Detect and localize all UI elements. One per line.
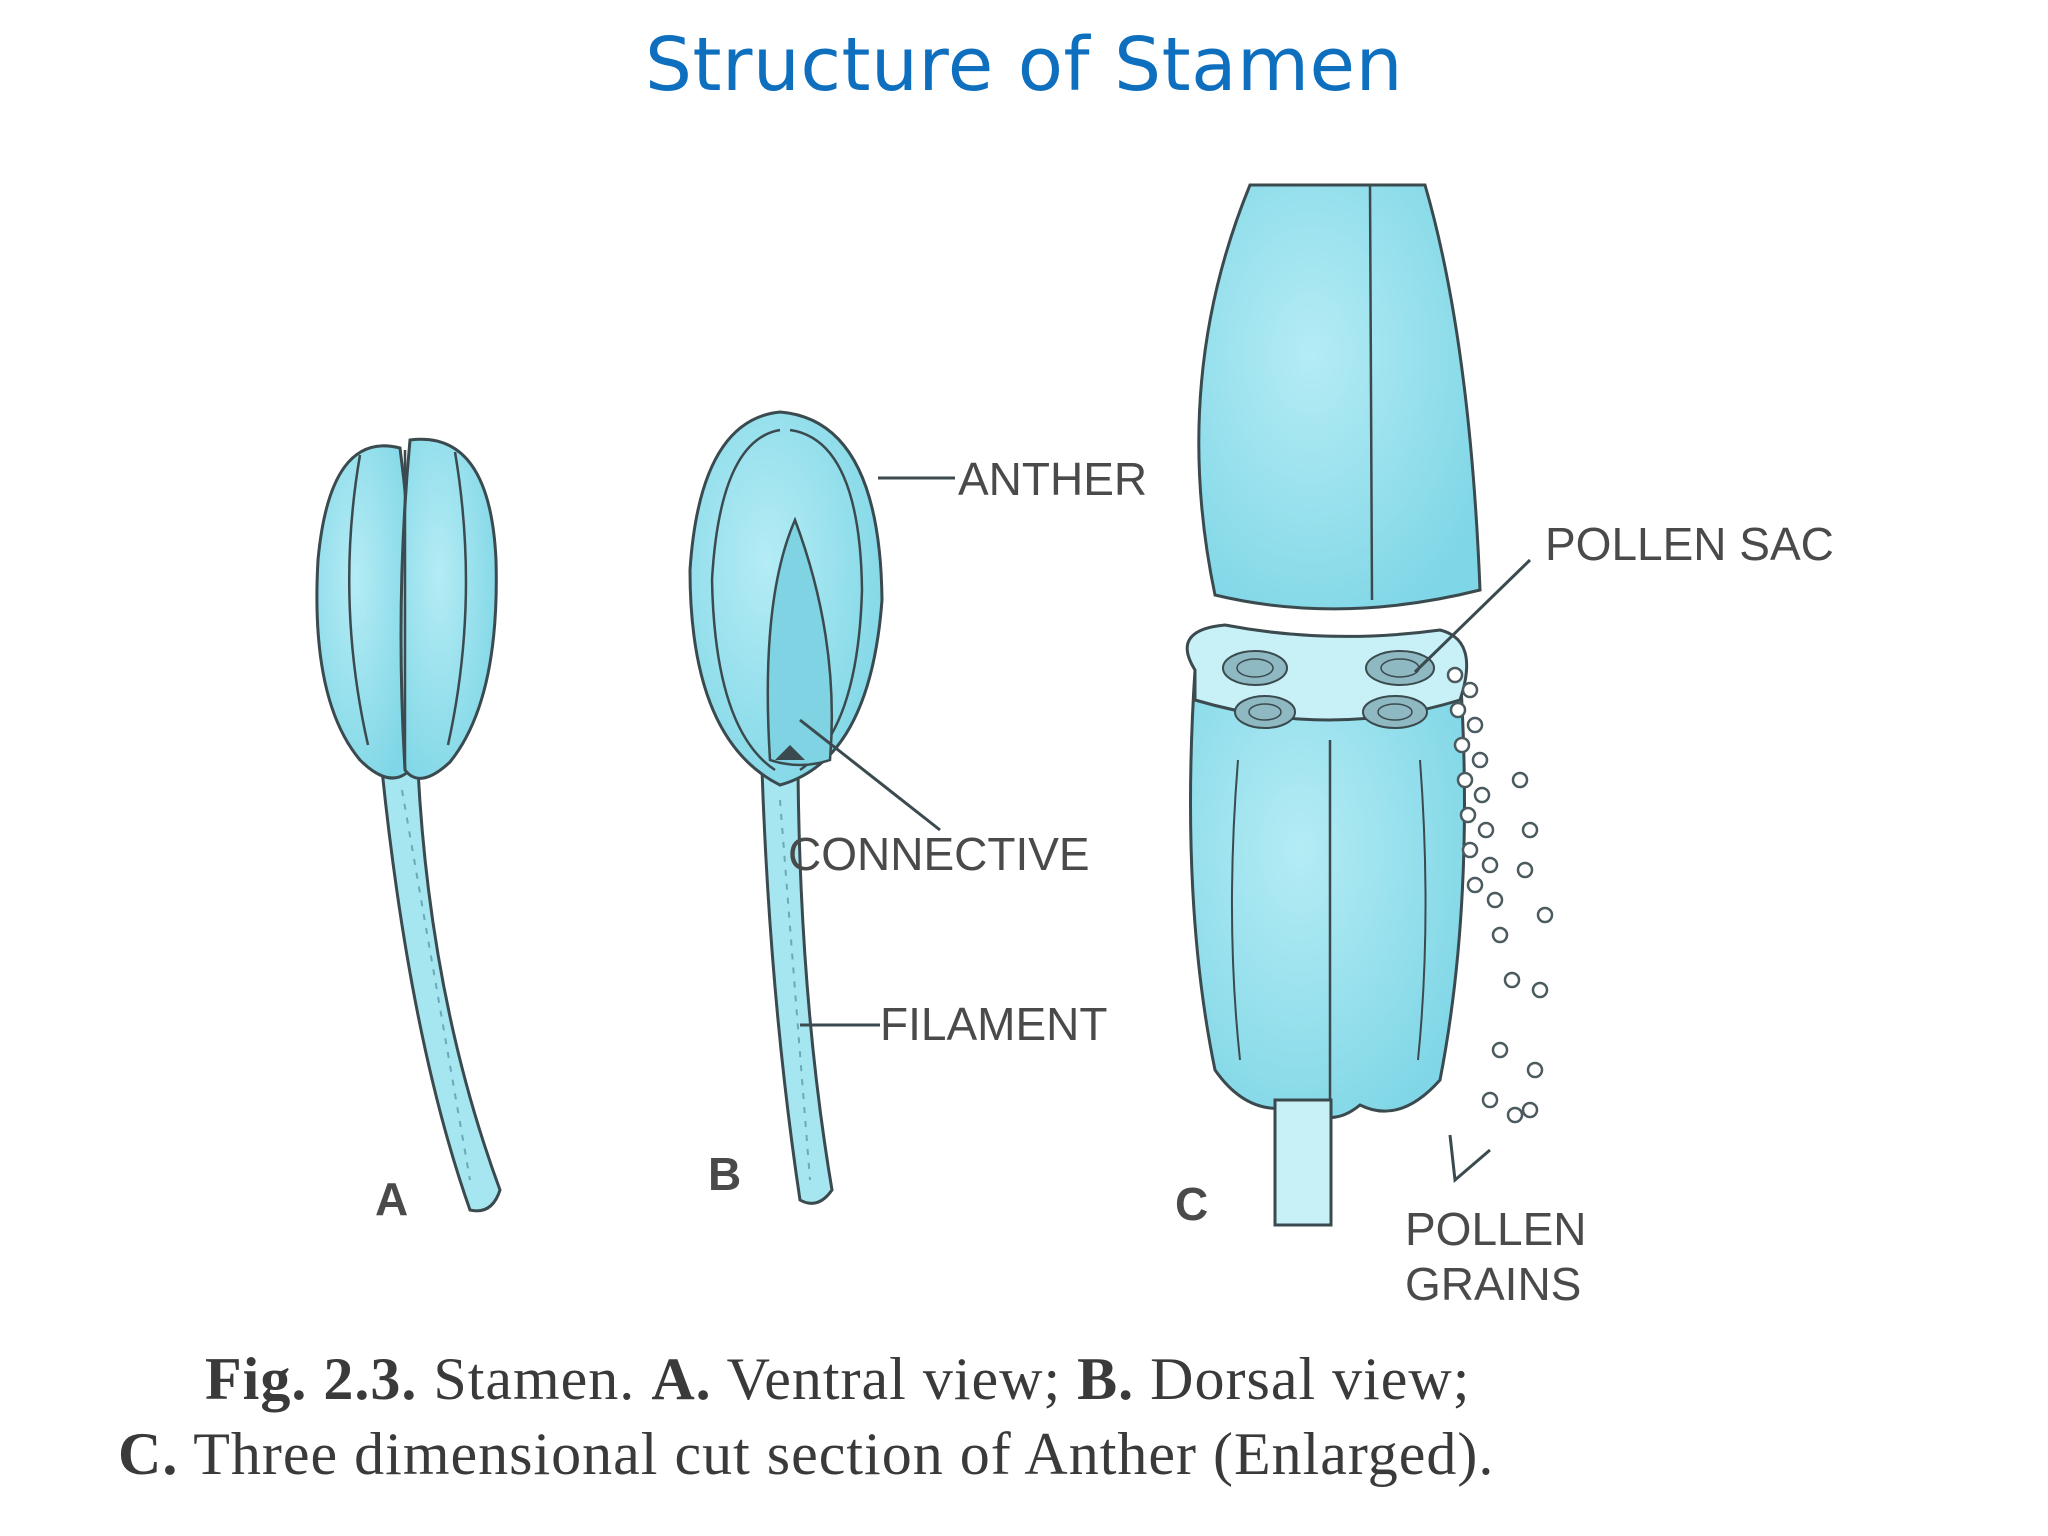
- filament-b: [760, 768, 834, 1205]
- label-view-a: A: [375, 1173, 408, 1225]
- label-view-c: C: [1175, 1178, 1208, 1230]
- caption-c: C.: [118, 1421, 179, 1487]
- filament-a: [380, 768, 502, 1213]
- pollen-sacs: [1222, 650, 1435, 729]
- label-connective: CONNECTIVE: [788, 828, 1090, 880]
- figure-caption-line1: Fig. 2.3. Stamen. A. Ventral view; B. Do…: [205, 1345, 2048, 1414]
- stamen-b-dorsal-view: [688, 410, 955, 1205]
- label-pollen-sac: POLLEN SAC: [1545, 518, 1834, 570]
- caption-fig-number: Fig. 2.3.: [205, 1346, 418, 1412]
- stamen-a-ventral-view: [315, 437, 502, 1213]
- caption-b: B.: [1077, 1346, 1135, 1412]
- label-pollen-grains-line1: POLLEN: [1405, 1203, 1587, 1255]
- caption-a: A.: [651, 1346, 712, 1412]
- label-pollen-grains-line2: GRAINS: [1405, 1258, 1581, 1310]
- figure-caption-line2: C. Three dimensional cut section of Anth…: [118, 1420, 2018, 1489]
- anther-a-right-lobe: [399, 437, 498, 780]
- slide-title: Structure of Stamen: [645, 22, 1403, 108]
- caption-stamen: Stamen.: [417, 1346, 652, 1412]
- caption-cut-section: Three dimensional cut section of Anther …: [178, 1421, 1495, 1487]
- caption-dorsal: Dorsal view;: [1134, 1346, 1471, 1412]
- label-filament: FILAMENT: [880, 998, 1107, 1050]
- label-view-b: B: [708, 1148, 741, 1200]
- pollen-grains: [1446, 666, 1554, 1124]
- anther-c-cut-section: [1185, 183, 1554, 1227]
- anther-c-top-piece: [1197, 183, 1482, 611]
- label-anther: ANTHER: [958, 453, 1147, 505]
- caption-ventral: Ventral view;: [711, 1346, 1078, 1412]
- connective-b: [766, 516, 834, 767]
- filament-c: [1273, 1098, 1333, 1227]
